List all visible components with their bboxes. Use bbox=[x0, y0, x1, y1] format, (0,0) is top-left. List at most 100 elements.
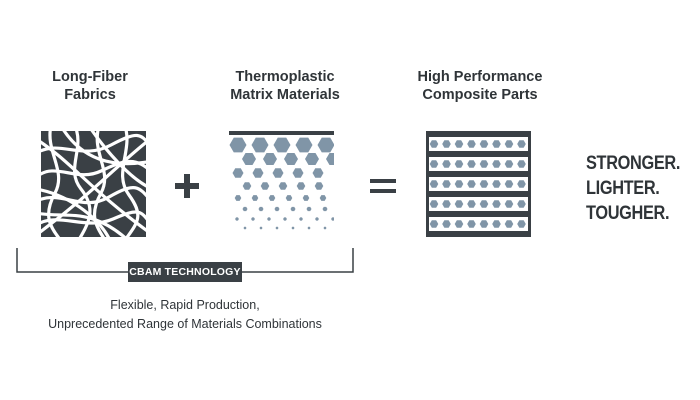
composite-hexagon bbox=[479, 220, 489, 228]
matrix-hexagon bbox=[252, 168, 264, 178]
composite-hexagon bbox=[479, 140, 489, 148]
matrix-hexagon bbox=[229, 137, 247, 153]
composite-hexagon bbox=[479, 200, 489, 208]
composite-hexagon bbox=[492, 180, 501, 188]
composite-hexagon bbox=[429, 200, 439, 208]
fiber-mesh-icon bbox=[41, 131, 146, 237]
matrix-hexagon bbox=[278, 182, 288, 190]
matrix-hexagon bbox=[251, 195, 259, 201]
matrix-hexagon bbox=[235, 217, 239, 221]
fabrics-heading: Long-Fiber Fabrics bbox=[20, 68, 160, 104]
composite-hexagon bbox=[492, 140, 501, 148]
composite-hexagon bbox=[454, 140, 464, 148]
matrix-hexagon bbox=[260, 182, 270, 190]
matrix-hexagon bbox=[234, 195, 242, 201]
matrix-hexagon bbox=[259, 226, 263, 230]
matrix-hexagon bbox=[243, 226, 247, 230]
equals-icon bbox=[370, 179, 396, 193]
matrix-hexagon bbox=[322, 206, 328, 212]
tagline: STRONGER. LIGHTER. TOUGHER. bbox=[586, 151, 680, 226]
cbam-technology-badge: CBAM TECHNOLOGY bbox=[128, 262, 242, 282]
composite-hexagon bbox=[454, 200, 464, 208]
composite-hexagon bbox=[442, 180, 451, 188]
matrix-hexagon bbox=[285, 195, 293, 201]
composite-layer bbox=[429, 157, 528, 171]
composite-hexagon bbox=[467, 160, 476, 168]
parts-heading-line-2: Composite Parts bbox=[422, 87, 538, 103]
composite-hexagon bbox=[479, 160, 489, 168]
matrix-hexagon bbox=[315, 217, 319, 221]
matrix-hexagon bbox=[283, 217, 287, 221]
matrix-heading: Thermoplastic Matrix Materials bbox=[205, 68, 365, 104]
tagline-stronger: STRONGER. bbox=[586, 153, 681, 174]
matrix-hexagon bbox=[290, 206, 296, 212]
composite-hexagon bbox=[454, 160, 464, 168]
composite-hexagon bbox=[429, 160, 439, 168]
layered-composite-icon bbox=[426, 131, 531, 237]
matrix-hexagon bbox=[299, 217, 303, 221]
caption-line-2: Unprecedented Range of Materials Combina… bbox=[48, 317, 322, 331]
matrix-hexagon bbox=[307, 226, 311, 230]
matrix-hexagon bbox=[296, 182, 306, 190]
composite-hexagon bbox=[467, 140, 476, 148]
composite-hexagon bbox=[517, 140, 526, 148]
composite-layer bbox=[429, 217, 528, 231]
composite-layer bbox=[429, 137, 528, 151]
composite-hexagon bbox=[442, 200, 451, 208]
composite-hexagon bbox=[492, 160, 501, 168]
matrix-hexagon bbox=[251, 137, 269, 153]
composite-layer bbox=[429, 197, 528, 211]
matrix-hexagon bbox=[242, 152, 256, 166]
tagline-lighter: LIGHTER. bbox=[586, 178, 660, 199]
matrix-hexagon bbox=[314, 182, 324, 190]
matrix-heading-line-1: Thermoplastic bbox=[235, 69, 335, 85]
matrix-hexagon bbox=[232, 168, 244, 178]
composite-hexagon bbox=[467, 220, 476, 228]
matrix-hexagon bbox=[273, 137, 291, 153]
composite-layer bbox=[429, 177, 528, 191]
matrix-hexagon bbox=[242, 182, 252, 190]
composite-hexagon bbox=[517, 200, 526, 208]
caption-line-1: Flexible, Rapid Production, bbox=[110, 298, 260, 312]
composite-hexagon bbox=[492, 200, 501, 208]
composite-hexagon bbox=[504, 160, 514, 168]
matrix-hexagon bbox=[268, 195, 276, 201]
matrix-hexagon bbox=[319, 195, 327, 201]
composite-hexagon bbox=[517, 160, 526, 168]
composite-hexagon bbox=[442, 160, 451, 168]
matrix-hexagon bbox=[274, 206, 280, 212]
tagline-tougher: TOUGHER. bbox=[586, 203, 670, 224]
matrix-hexagon bbox=[317, 137, 334, 153]
matrix-hexagon bbox=[263, 152, 277, 166]
matrix-hexagon bbox=[242, 206, 248, 212]
matrix-hexagon bbox=[267, 217, 271, 221]
cbam-caption: Flexible, Rapid Production, Unprecedente… bbox=[20, 296, 350, 334]
composite-hexagon bbox=[467, 180, 476, 188]
matrix-hexagon bbox=[284, 152, 298, 166]
matrix-heading-line-2: Matrix Materials bbox=[230, 87, 340, 103]
matrix-hexagon bbox=[292, 168, 304, 178]
composite-hexagon bbox=[479, 180, 489, 188]
composite-hexagon bbox=[492, 220, 501, 228]
fabrics-heading-line-1: Long-Fiber bbox=[52, 69, 128, 85]
matrix-hexagon bbox=[305, 152, 319, 166]
matrix-hexagon bbox=[272, 168, 284, 178]
matrix-hexagon bbox=[326, 152, 334, 166]
matrix-hexagon bbox=[302, 195, 310, 201]
matrix-hexagon bbox=[331, 217, 334, 221]
matrix-hexagon bbox=[291, 226, 295, 230]
plus-icon bbox=[175, 174, 199, 198]
hexagon-gradient-icon bbox=[229, 131, 334, 237]
composite-hexagon bbox=[429, 140, 439, 148]
composite-hexagon bbox=[429, 180, 439, 188]
composite-hexagon bbox=[517, 180, 526, 188]
matrix-hexagon bbox=[323, 226, 327, 230]
matrix-hexagon bbox=[275, 226, 279, 230]
composite-hexagon bbox=[504, 180, 514, 188]
composite-hexagon bbox=[504, 140, 514, 148]
fabrics-heading-line-2: Fabrics bbox=[64, 87, 116, 103]
composite-hexagon bbox=[454, 180, 464, 188]
composite-hexagon bbox=[442, 140, 451, 148]
matrix-hexagon bbox=[251, 217, 255, 221]
